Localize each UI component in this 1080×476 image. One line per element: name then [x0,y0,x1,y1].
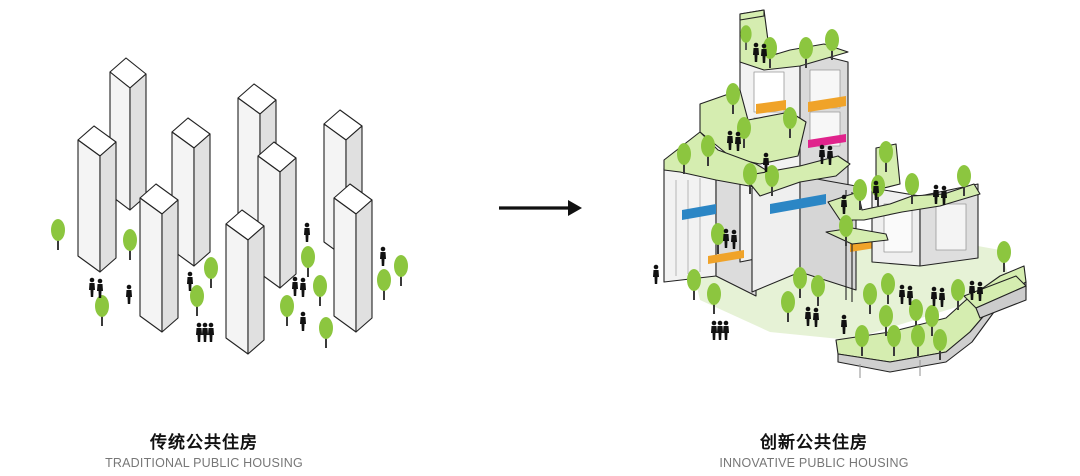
innovative-caption: 创新公共住房 INNOVATIVE PUBLIC HOUSING [634,433,994,471]
tower-block [333,183,373,333]
person-icon [292,277,306,297]
comparison-diagram [51,9,1027,378]
traditional-caption: 传统公共住房 TRADITIONAL PUBLIC HOUSING [24,433,384,471]
innovative-housing-illustration [653,9,1027,378]
tree-icon [51,219,65,250]
tree-icon [377,269,391,300]
tree-icon [313,275,327,306]
person-icon [711,321,729,340]
innovative-title-zh: 创新公共住房 [760,433,868,453]
tree-icon [707,283,721,314]
traditional-title-zh: 传统公共住房 [150,433,258,453]
person-icon [300,311,306,331]
tree-icon [123,229,137,260]
innovative-title-en: INNOVATIVE PUBLIC HOUSING [719,456,909,470]
tree-icon [394,255,408,286]
tree-icon [301,246,315,277]
tower-block [139,183,179,333]
green-roof [663,9,981,245]
person-icon [196,323,214,342]
person-icon [304,222,310,242]
tree-icon [204,257,218,288]
tree-icon [280,295,294,326]
tower-block [225,209,265,355]
tree-icon [95,295,109,326]
tree-icon [190,285,204,316]
person-icon [89,278,103,298]
traditional-title-en: TRADITIONAL PUBLIC HOUSING [105,456,303,470]
arrow-right-icon [499,200,582,216]
tree-icon [319,317,333,348]
person-icon [126,284,132,304]
person-icon [653,264,659,284]
person-icon [187,271,193,291]
person-icon [380,246,386,266]
traditional-housing-illustration [51,57,408,355]
tower-block [77,125,117,273]
